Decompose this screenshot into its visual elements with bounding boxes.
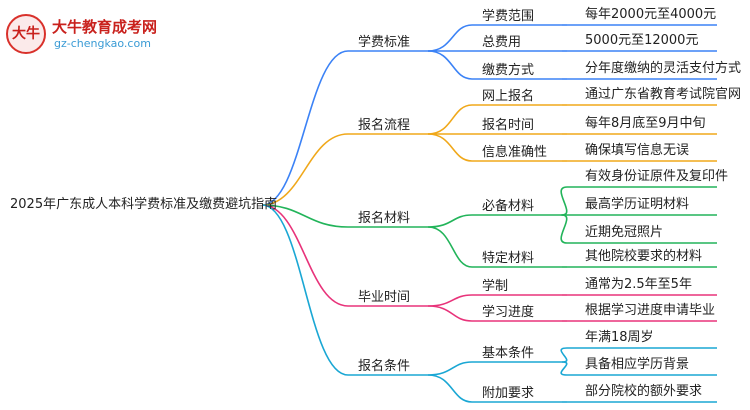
- branch-label: 报名材料: [358, 211, 411, 226]
- leaf-label: 通过广东省教育考试院官网: [585, 87, 742, 102]
- sub-link: [427, 374, 473, 403]
- leaf-label: 5000元至12000元: [585, 33, 699, 48]
- leaf-label: 确保填写信息无误: [585, 143, 690, 158]
- sub-link: [427, 24, 473, 52]
- sub-link: [427, 305, 473, 322]
- sub-label: 附加要求: [482, 386, 535, 401]
- leaf-link: [560, 214, 568, 244]
- leaf-link: [560, 347, 568, 363]
- branch-link: [261, 204, 349, 307]
- sub-link: [427, 226, 473, 268]
- sub-label: 学习进度: [482, 305, 535, 320]
- leaf-label: 根据学习进度申请毕业: [585, 303, 716, 318]
- sub-label: 信息准确性: [482, 145, 548, 160]
- leaf-link: [560, 361, 568, 376]
- leaf-label: 分年度缴纳的灵活支付方式: [585, 61, 742, 76]
- logo-mark-icon: 大牛: [6, 14, 46, 54]
- leaf-label: 其他院校要求的材料: [585, 249, 703, 264]
- leaf-label: 年满18周岁: [585, 330, 654, 345]
- branch-label: 报名条件: [358, 359, 411, 374]
- sub-link: [427, 104, 473, 135]
- leaf-label: 每年2000元至4000元: [585, 7, 717, 22]
- branch-label: 报名流程: [358, 118, 411, 133]
- sub-link: [427, 361, 473, 376]
- sub-label: 网上报名: [482, 89, 535, 104]
- site-logo: 大牛 大牛教育成考网 gz-chengkao.com: [6, 14, 158, 54]
- sub-label: 学费范围: [482, 9, 535, 24]
- leaf-label: 有效身份证原件及复印件: [585, 169, 729, 184]
- sub-label: 报名时间: [482, 118, 535, 133]
- sub-label: 缴费方式: [482, 63, 535, 78]
- leaf-label: 每年8月底至9月中旬: [585, 116, 706, 131]
- sub-label: 特定材料: [482, 251, 535, 266]
- sub-label: 必备材料: [482, 199, 535, 214]
- branch-label: 毕业时间: [358, 290, 411, 305]
- branch-link: [261, 133, 349, 206]
- branch-link: [261, 50, 349, 206]
- leaf-label: 具备相应学历背景: [585, 357, 690, 372]
- logo-url: gz-chengkao.com: [54, 37, 151, 50]
- sub-link: [427, 50, 473, 80]
- leaf-label: 最高学历证明材料: [585, 197, 690, 212]
- leaf-link: [560, 186, 568, 216]
- branch-label: 学费标准: [358, 35, 411, 50]
- sub-label: 基本条件: [482, 346, 535, 361]
- sub-label: 学制: [482, 279, 509, 294]
- leaf-label: 部分院校的额外要求: [585, 384, 703, 399]
- logo-name: 大牛教育成考网: [52, 18, 158, 36]
- sub-link: [427, 214, 473, 228]
- branch-link: [261, 204, 349, 228]
- sub-label: 总费用: [482, 35, 522, 50]
- root-topic: 2025年广东成人本科学费标准及缴费避坑指南: [10, 197, 278, 212]
- sub-link: [427, 133, 473, 162]
- sub-link: [427, 294, 473, 307]
- leaf-label: 近期免冠照片: [585, 225, 664, 240]
- branch-link: [261, 204, 349, 376]
- leaf-label: 通常为2.5年至5年: [585, 277, 692, 292]
